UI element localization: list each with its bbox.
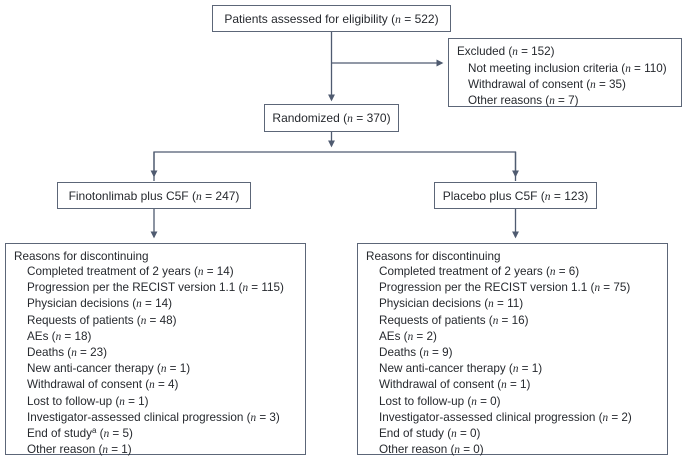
eligibility-label: Patients assessed for eligibility (n = 5…: [224, 11, 439, 26]
n-symbol: n: [136, 298, 142, 311]
n-symbol: n: [119, 395, 125, 408]
n-symbol: n: [140, 314, 147, 327]
list-item: Physician decisions (n = 11): [379, 297, 524, 311]
list-item: AEs (n = 18): [27, 329, 92, 343]
randomized-label: Randomized (n = 370): [272, 111, 391, 125]
list-item: Lost to follow-up (n = 0): [379, 394, 501, 408]
footnote-marker: a: [91, 426, 97, 436]
list-item: Physician decisions (n = 14): [27, 297, 172, 311]
n-symbol: n: [602, 411, 609, 424]
list-item: Other reasons (n = 7): [468, 94, 579, 107]
list-item: End of study (n = 0): [379, 427, 481, 441]
list-item: Deaths (n = 23): [27, 346, 108, 360]
n-symbol: n: [451, 428, 457, 441]
list-item: Requests of patients (n = 48): [27, 313, 177, 327]
n-symbol: n: [242, 282, 249, 295]
n-symbol: n: [423, 347, 429, 360]
n-symbol: n: [549, 266, 556, 278]
list-item: Lost to follow-up (n = 1): [27, 394, 149, 408]
reasons-placebo-box: Reasons for discontinuing Completed trea…: [357, 243, 668, 458]
excluded-box: Excluded (n = 152) Not meeting inclusion…: [448, 38, 682, 107]
excluded-title: Excluded (n = 152): [457, 45, 555, 58]
n-symbol: n: [250, 411, 257, 424]
n-symbol: n: [160, 363, 167, 376]
arm-placebo-label: Placebo plus C5F (n = 123): [442, 188, 589, 203]
list-item: Withdrawal of consent (n = 1): [379, 378, 531, 392]
n-symbol: n: [195, 190, 202, 203]
list-item: Investigator-assessed clinical progressi…: [27, 410, 280, 424]
reasons-title: Reasons for discontinuing: [366, 250, 501, 263]
reasons-title: Reasons for discontinuing: [14, 250, 149, 263]
list-item: Not meeting inclusion criteria (n = 110): [468, 62, 667, 75]
n-symbol: n: [55, 330, 62, 343]
n-symbol: n: [492, 314, 499, 327]
list-item: New anti-cancer therapy (n = 1): [27, 362, 191, 376]
n-symbol: n: [549, 95, 555, 107]
excluded-items: Not meeting inclusion criteria (n = 110)…: [457, 61, 673, 109]
n-symbol: n: [197, 266, 204, 278]
n-symbol: n: [102, 444, 108, 457]
randomized-box: Randomized (n = 370): [264, 104, 399, 132]
list-item: New anti-cancer therapy (n = 1): [379, 362, 543, 376]
arm-placebo-box: Placebo plus C5F (n = 123): [434, 182, 597, 209]
reasons-finotonlimab-box: Reasons for discontinuing Completed trea…: [5, 243, 306, 458]
reasons-items: Completed treatment of 2 years (n = 14) P…: [14, 264, 297, 458]
list-item: Withdrawal of consent (n = 4): [27, 378, 179, 392]
n-symbol: n: [512, 46, 518, 58]
reasons-items: Completed treatment of 2 years (n = 6) Pr…: [366, 264, 659, 458]
list-item: Requests of patients (n = 16): [379, 313, 529, 327]
n-symbol: n: [149, 379, 155, 392]
list-item: Other reason (n = 0): [379, 443, 484, 457]
list-item: Progression per the RECIST version 1.1 (…: [379, 281, 631, 295]
list-item: AEs (n = 2): [379, 329, 437, 343]
list-item: Deaths (n = 9): [379, 346, 453, 360]
list-item: Completed treatment of 2 years (n = 6): [379, 265, 580, 278]
list-item: Other reason (n = 1): [27, 443, 132, 457]
n-symbol: n: [625, 63, 631, 75]
n-symbol: n: [347, 113, 353, 125]
n-symbol: n: [594, 282, 601, 295]
list-item: Completed treatment of 2 years (n = 14): [27, 265, 234, 278]
n-symbol: n: [454, 444, 460, 457]
n-symbol: n: [590, 79, 596, 91]
arm-finotonlimab-label: Finotonlimab plus C5F (n = 247): [68, 188, 240, 203]
list-item: Investigator-assessed clinical progressi…: [379, 410, 632, 424]
list-item: Withdrawal of consent (n = 35): [468, 78, 626, 91]
n-symbol: n: [395, 13, 401, 26]
n-symbol: n: [544, 190, 551, 203]
n-symbol: n: [501, 379, 507, 392]
n-symbol: n: [471, 395, 477, 408]
n-symbol: n: [71, 347, 77, 360]
n-symbol: n: [103, 428, 110, 441]
arm-finotonlimab-box: Finotonlimab plus C5F (n = 247): [57, 182, 251, 209]
list-item: End of studya (n = 5): [27, 426, 133, 441]
n-symbol: n: [488, 298, 494, 311]
n-symbol: n: [512, 363, 519, 376]
list-item: Progression per the RECIST version 1.1 (…: [27, 281, 284, 295]
eligibility-box: Patients assessed for eligibility (n = 5…: [212, 5, 451, 32]
n-symbol: n: [407, 330, 414, 343]
